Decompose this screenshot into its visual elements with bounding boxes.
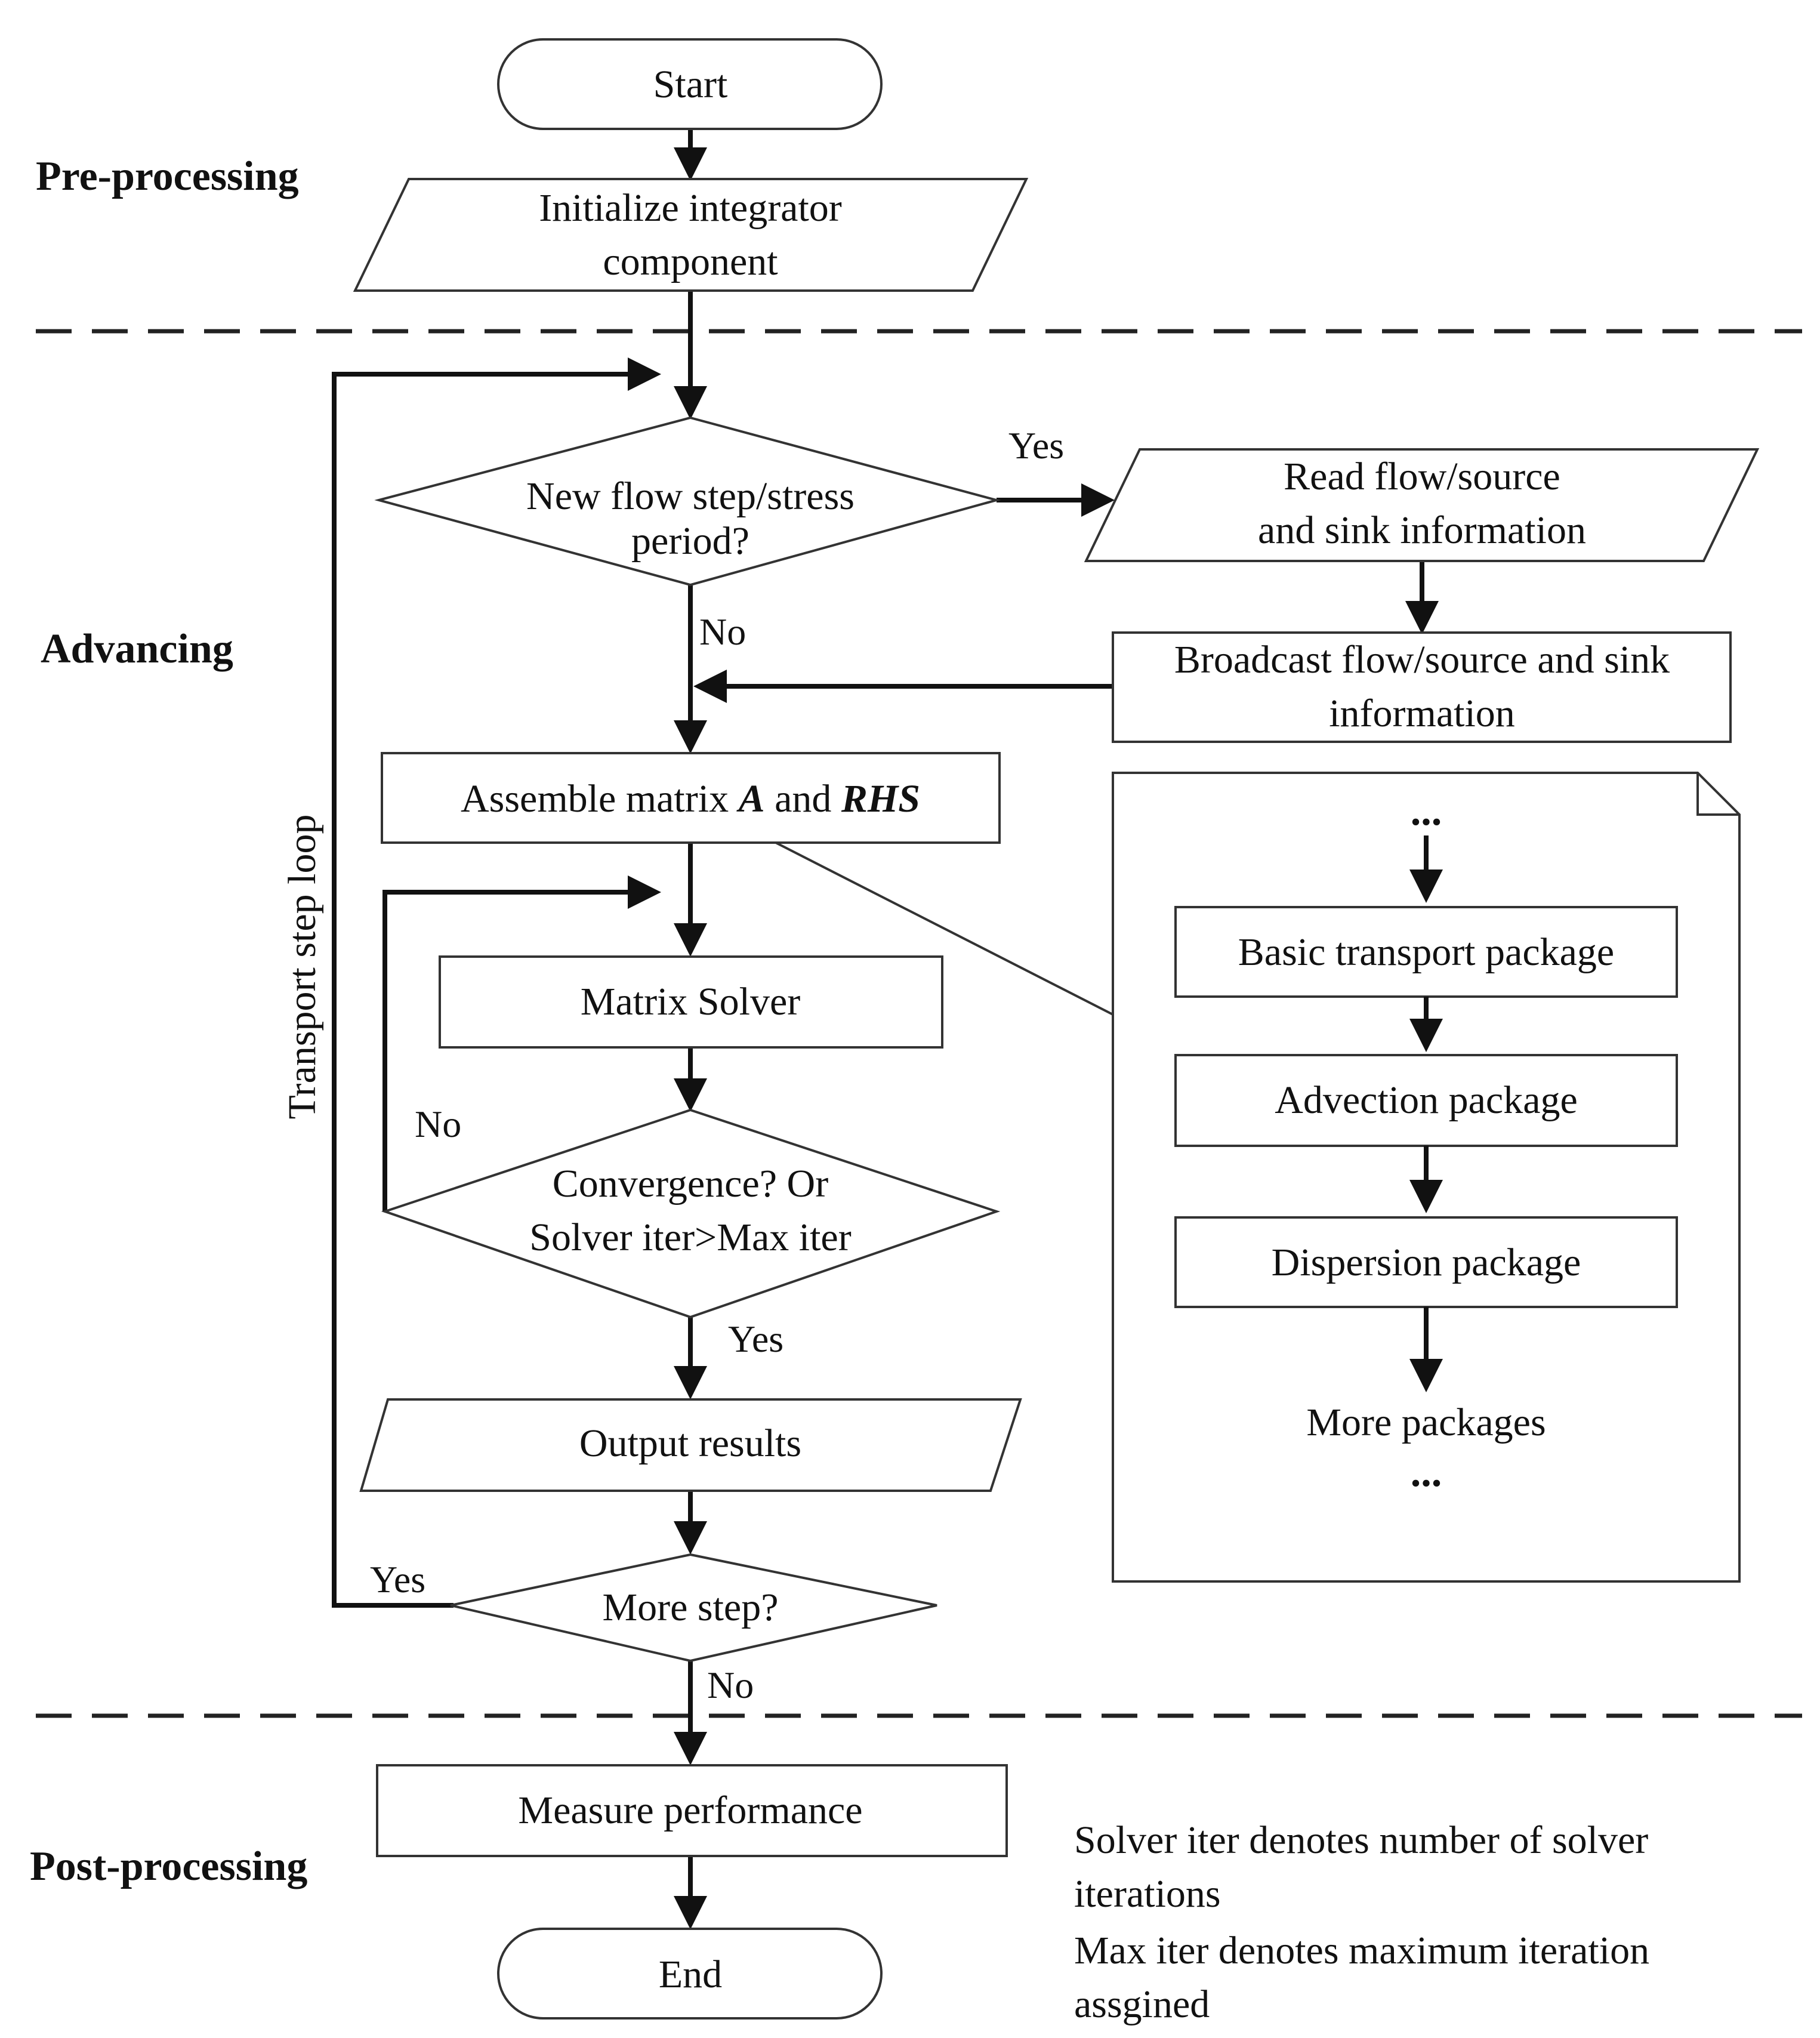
section-label-post-processing: Post-processing [30, 1843, 307, 1889]
new-flow-label-line1: New flow step/stress [526, 474, 855, 518]
assemble-label-matrix-a: A [736, 777, 765, 821]
callout-line [775, 841, 1113, 1016]
convergence-decision [381, 1108, 1001, 1319]
note-line1: Solver iter denotes number of solver [1074, 1818, 1648, 1862]
measure-label: Measure performance [518, 1789, 862, 1832]
basic-transport-package-box [1174, 906, 1678, 998]
assemble-label: Assemble matrix A and RHS [461, 777, 920, 821]
convergence-label-line1: Convergence? Or [553, 1162, 828, 1205]
read-flow-io-box [1084, 448, 1760, 562]
note-line4: assgined [1074, 1982, 1210, 2026]
note-line3: Max iter denotes maximum iteration [1074, 1929, 1649, 1972]
initialize-label-line2: component [603, 240, 778, 283]
initialize-io-box [353, 178, 1029, 292]
read-flow-label-line1: Read flow/source [1284, 455, 1560, 498]
convergence-label-line2: Solver iter>Max iter [529, 1216, 851, 1259]
loop-back-edge [332, 357, 661, 1608]
dispersion-package-label: Dispersion package [1272, 1241, 1581, 1284]
convergence-no-label: No [415, 1103, 461, 1145]
packages-top-dots: ... [1411, 788, 1442, 834]
more-packages-label: More packages [1306, 1401, 1546, 1444]
convergence-yes-label: Yes [728, 1318, 783, 1360]
packages-bottom-dots: ... [1411, 1450, 1442, 1496]
transport-step-loop-label: Transport step loop [280, 815, 324, 1120]
dispersion-package-box [1174, 1216, 1678, 1308]
output-io-box [359, 1398, 1022, 1492]
measure-box [376, 1764, 1008, 1857]
more-step-label: More step? [602, 1586, 778, 1629]
end-terminal [497, 1928, 883, 2019]
more-step-no-label: No [707, 1664, 754, 1706]
new-flow-no-label: No [699, 611, 746, 653]
initialize-label-line1: Initialize integrator [539, 186, 842, 230]
broadcast-box [1112, 631, 1732, 743]
note-line2: iterations [1074, 1872, 1221, 1916]
assemble-box [381, 752, 1001, 844]
read-flow-label-line2: and sink information [1258, 508, 1586, 552]
output-label: Output results [579, 1422, 801, 1465]
more-step-yes-label: Yes [370, 1558, 425, 1601]
loop-solver-no-edge [382, 875, 661, 1211]
basic-transport-package-label: Basic transport package [1238, 930, 1614, 974]
broadcast-label-line1: Broadcast flow/source and sink [1174, 638, 1670, 682]
start-terminal [497, 38, 883, 130]
end-label: End [659, 1953, 722, 1996]
section-label-advancing: Advancing [41, 626, 233, 672]
matrix-solver-box [439, 955, 943, 1049]
more-step-decision [450, 1553, 937, 1663]
assemble-label-and: and [765, 777, 841, 821]
package-panel-fold [1696, 773, 1739, 816]
matrix-solver-label: Matrix Solver [581, 980, 800, 1023]
new-flow-label-line2: period? [631, 519, 749, 563]
assemble-label-rhs: RHS [841, 777, 920, 821]
new-flow-decision [374, 416, 1001, 587]
advection-package-box [1174, 1054, 1678, 1147]
advection-package-label: Advection package [1275, 1078, 1578, 1122]
start-label: Start [653, 63, 728, 106]
assemble-label-prefix: Assemble matrix [461, 777, 739, 821]
new-flow-yes-label: Yes [1008, 424, 1064, 467]
broadcast-label-line2: information [1329, 692, 1515, 735]
section-label-pre-processing: Pre-processing [36, 153, 299, 199]
